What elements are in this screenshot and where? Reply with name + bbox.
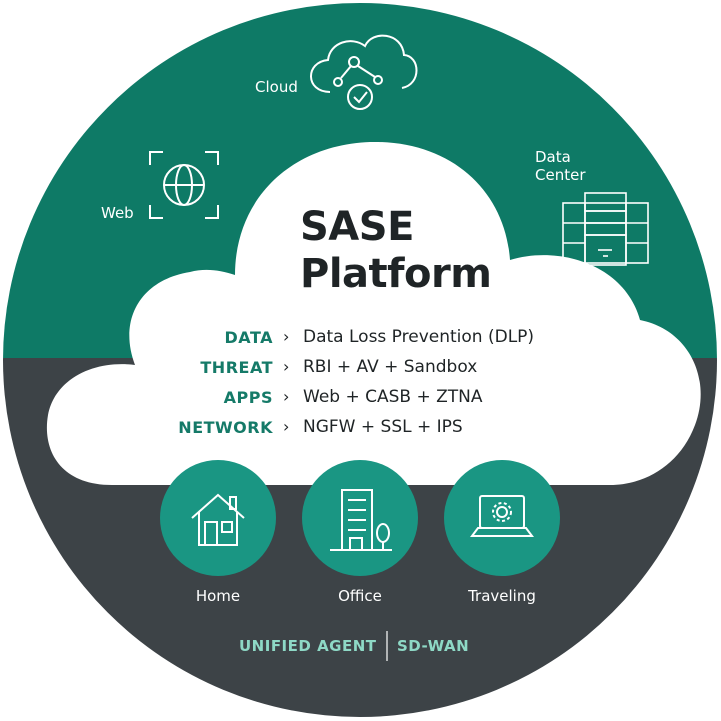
location-label-office: Office — [338, 587, 382, 605]
chevron-right-icon: › — [283, 357, 290, 376]
datacenter-label-line1: Data — [535, 148, 571, 166]
chevron-right-icon: › — [283, 387, 290, 406]
location-label-home: Home — [195, 587, 241, 605]
laptop-gear-icon — [470, 495, 534, 537]
capability-value-network: NGFW + SSL + IPS — [303, 417, 463, 437]
home-circle — [160, 460, 276, 576]
platform-title-line1: SASE — [300, 204, 414, 250]
house-icon — [191, 493, 245, 546]
chevron-right-icon: › — [283, 417, 290, 436]
capability-category-data: DATA — [224, 328, 273, 347]
sd-wan-label: SD-WAN — [397, 637, 470, 655]
central-cloud — [46, 141, 701, 485]
cloud-label: Cloud — [255, 78, 298, 96]
office-circle — [302, 460, 418, 576]
office-building-icon — [330, 489, 392, 551]
capability-value-data: Data Loss Prevention (DLP) — [303, 327, 535, 347]
server-rack-icon — [562, 192, 649, 266]
unified-agent-label: UNIFIED AGENT — [239, 637, 377, 655]
capability-value-threat: RBI + AV + Sandbox — [303, 357, 478, 377]
chevron-right-icon: › — [283, 327, 290, 346]
location-label-traveling: Traveling — [468, 587, 536, 605]
platform-title-line2: Platform — [300, 251, 492, 297]
capability-category-network: NETWORK — [178, 418, 273, 437]
cloud-network-icon — [310, 34, 418, 110]
web-label: Web — [101, 204, 134, 222]
datacenter-label-line2: Center — [535, 166, 586, 184]
capability-value-apps: Web + CASB + ZTNA — [303, 387, 483, 407]
globe-icon — [149, 151, 219, 219]
capability-category-apps: APPS — [223, 388, 273, 407]
capability-category-threat: THREAT — [200, 358, 273, 377]
